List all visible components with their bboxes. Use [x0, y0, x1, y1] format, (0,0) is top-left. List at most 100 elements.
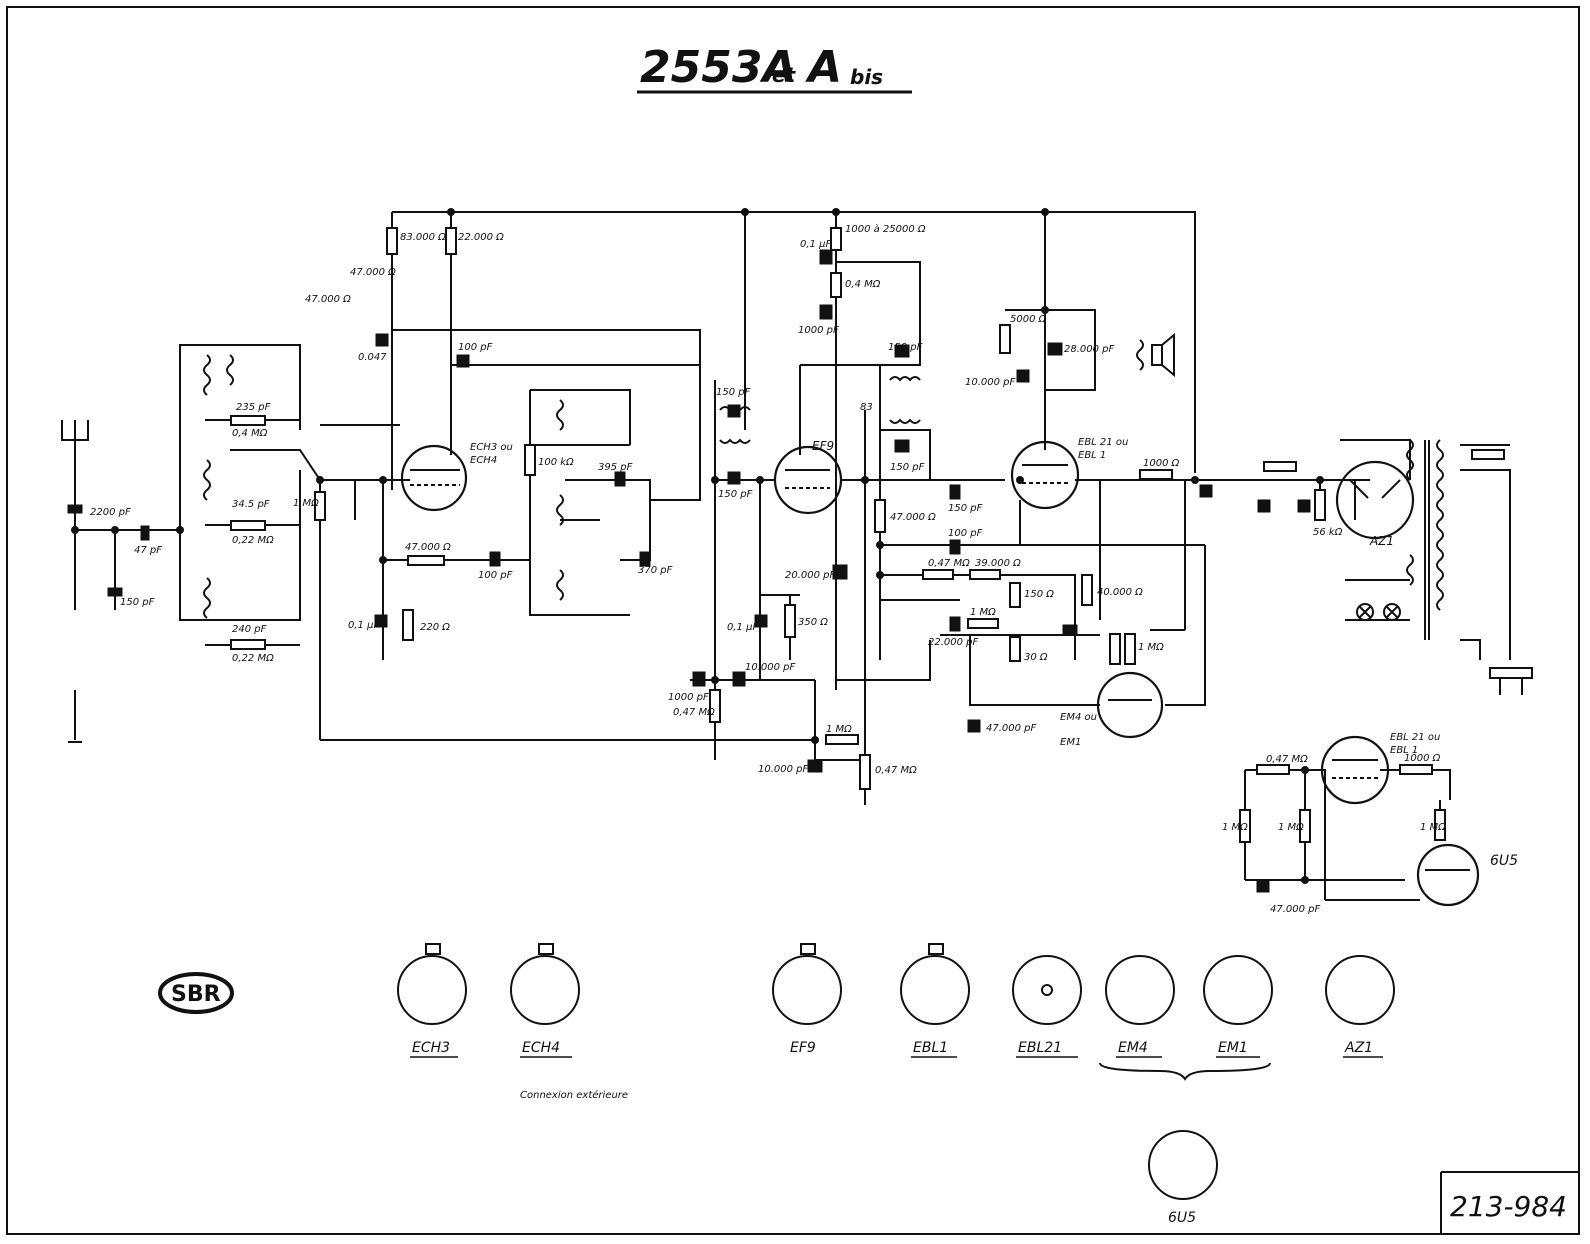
- title-suffix: bis: [850, 65, 883, 89]
- em-label-2: EM1: [1060, 737, 1081, 748]
- label-c-01: 0,1 µF: [348, 620, 379, 631]
- socket-ef9: EF9: [772, 943, 842, 1056]
- resistor-150: [1009, 582, 1021, 608]
- label-c-10000-c: 10.000 pF: [965, 377, 1016, 388]
- ebl-b-label-2: EBL 1: [1390, 745, 1418, 756]
- resistor-100k: [524, 444, 536, 476]
- resistor-1m-g: [1434, 809, 1446, 841]
- label-r-350: 350 Ω: [798, 617, 828, 628]
- label-c-150pf-c: 150 pF: [718, 489, 753, 500]
- label-c-20000: 20.000 pF: [785, 570, 836, 581]
- label-c-345: 34.5 pF: [232, 499, 270, 510]
- label-r-1m-g: 1 MΩ: [1420, 822, 1446, 833]
- label-c-28000: 28.000 pF: [1064, 344, 1115, 355]
- az1-tube: AZ1: [1335, 460, 1415, 548]
- label-r-83: 83: [860, 402, 873, 413]
- label-c-370: 370 pF: [638, 565, 673, 576]
- title-block: 2553A et A bis: [637, 42, 912, 94]
- brace: [1099, 1062, 1271, 1081]
- label-r-47k-a: 47.000 Ω: [350, 267, 396, 278]
- label-r-1m-f: 1 MΩ: [1278, 822, 1304, 833]
- title-model2: A: [805, 42, 842, 93]
- em-label-1: EM4 ou: [1060, 712, 1097, 723]
- label-r-150: 150 Ω: [1024, 589, 1054, 600]
- label-c-150pf-f: 150 pF: [948, 503, 983, 514]
- label-r-1m-b: 1 MΩ: [826, 724, 852, 735]
- socket-label-em1: EM1: [1218, 1040, 1248, 1056]
- label-c-100pf-b: 100 pF: [478, 570, 513, 581]
- az1-label: AZ1: [1369, 534, 1394, 548]
- label-r-1m-a: 1 MΩ: [293, 498, 319, 509]
- label-r-1m-c: 1 MΩ: [970, 607, 996, 618]
- em-tube: EM4 ou EM1: [1060, 671, 1164, 748]
- label-r-047m-b: 0,47 MΩ: [875, 765, 917, 776]
- label-c-150pf-d: 150 pF: [888, 342, 923, 353]
- socket-note: Connexion extérieure: [520, 1089, 628, 1101]
- resistor-40000: [1081, 574, 1093, 606]
- label-c-01-b: 0,1 µF: [800, 239, 831, 250]
- label-r-1000-25000: 1000 à 25000 Ω: [845, 223, 926, 235]
- resistor-1m-d: [1109, 633, 1121, 665]
- resistor-1000-25000: [830, 227, 842, 251]
- ech-label-1: ECH3 ou: [470, 442, 513, 453]
- label-c-395: 395 pF: [598, 462, 633, 473]
- label-r-22k: 22.000 Ω: [458, 232, 504, 243]
- label-c-150pf: 150 pF: [120, 597, 155, 608]
- resistor-47000: [407, 555, 445, 566]
- label-c-150pf-e: 150 pF: [890, 462, 925, 473]
- resistor-22k: [445, 227, 457, 255]
- label-r-1000: 1000 Ω: [1143, 458, 1180, 469]
- socket-label-ef9: EF9: [790, 1040, 816, 1056]
- label-r-100k: 100 kΩ: [538, 457, 574, 468]
- label-r-5000: 5000 Ω: [1010, 314, 1047, 325]
- label-c-47pf: 47 pF: [134, 545, 162, 556]
- resistor-047m-d: [1256, 764, 1290, 775]
- 6u5-tube: 6U5: [1416, 843, 1518, 907]
- logo-text: SBR: [171, 982, 221, 1007]
- label-r-047m-c: 0,47 MΩ: [928, 558, 970, 569]
- tubes: ECH3 ou ECH4 EF9 EBL 21 ou EBL 1 EM4 ou …: [400, 437, 1518, 907]
- label-r-47000: 47.000 Ω: [405, 542, 451, 553]
- socket-em1: EM1: [1203, 955, 1273, 1058]
- label-c-10000-b: 10.000 pF: [758, 764, 809, 775]
- resistor-83k: [386, 227, 398, 255]
- capacitors: [67, 249, 1311, 893]
- socket-em4: EM4: [1105, 955, 1175, 1058]
- drawing-number: 213-984: [1450, 1190, 1567, 1223]
- resistor-choke: [1263, 461, 1297, 472]
- label-r-022m-a: 0,22 MΩ: [232, 535, 274, 546]
- socket-label-ebl21: EBL21: [1018, 1040, 1062, 1056]
- label-r-56k: 56 kΩ: [1313, 527, 1343, 538]
- label-c-100pf-a: 100 pF: [458, 342, 493, 353]
- label-r-1m-e: 1 MΩ: [1222, 822, 1248, 833]
- resistor-047m-b: [859, 754, 871, 790]
- label-c-22000: 22.000 pF: [928, 637, 979, 648]
- label-r-1m-d: 1 MΩ: [1138, 642, 1164, 653]
- label-c-235: 235 pF: [236, 402, 271, 413]
- socket-label-em4: EM4: [1118, 1040, 1148, 1056]
- resistor-1m-c: [967, 618, 999, 629]
- resistor-022m-a: [230, 520, 266, 531]
- label-c-1000pf: 1000 pF: [798, 325, 839, 336]
- resistor-350: [784, 604, 796, 638]
- label-c-1000pf-b: 1000 pF: [668, 692, 709, 703]
- ef9-tube: EF9: [773, 439, 843, 515]
- ebl-label-2: EBL 1: [1078, 450, 1106, 461]
- resistor-5000: [999, 324, 1011, 354]
- component-labels: 83.000 Ω 22.000 Ω 47.000 Ω 47.000 Ω 0.04…: [90, 223, 1446, 915]
- resistor-1m-d2: [1124, 633, 1136, 665]
- resistor-30: [1009, 636, 1021, 662]
- mains-plug-icon: [1489, 667, 1533, 695]
- resistors: [230, 227, 1505, 843]
- resistor-047m-c: [922, 569, 954, 580]
- label-c-150pf-b: 150 pF: [716, 387, 751, 398]
- pilot-lamp-icon: [1356, 603, 1401, 621]
- label-c-0047: 0.047: [358, 352, 387, 363]
- resistor-1m-a: [314, 491, 326, 521]
- ef9-label: EF9: [812, 439, 834, 453]
- antenna-icon: [61, 420, 89, 441]
- label-r-47000-b: 47.000 Ω: [890, 512, 936, 523]
- label-r-83k: 83.000 Ω: [400, 232, 446, 243]
- wiring: [74, 211, 1511, 901]
- socket-label-ech3: ECH3: [412, 1040, 450, 1056]
